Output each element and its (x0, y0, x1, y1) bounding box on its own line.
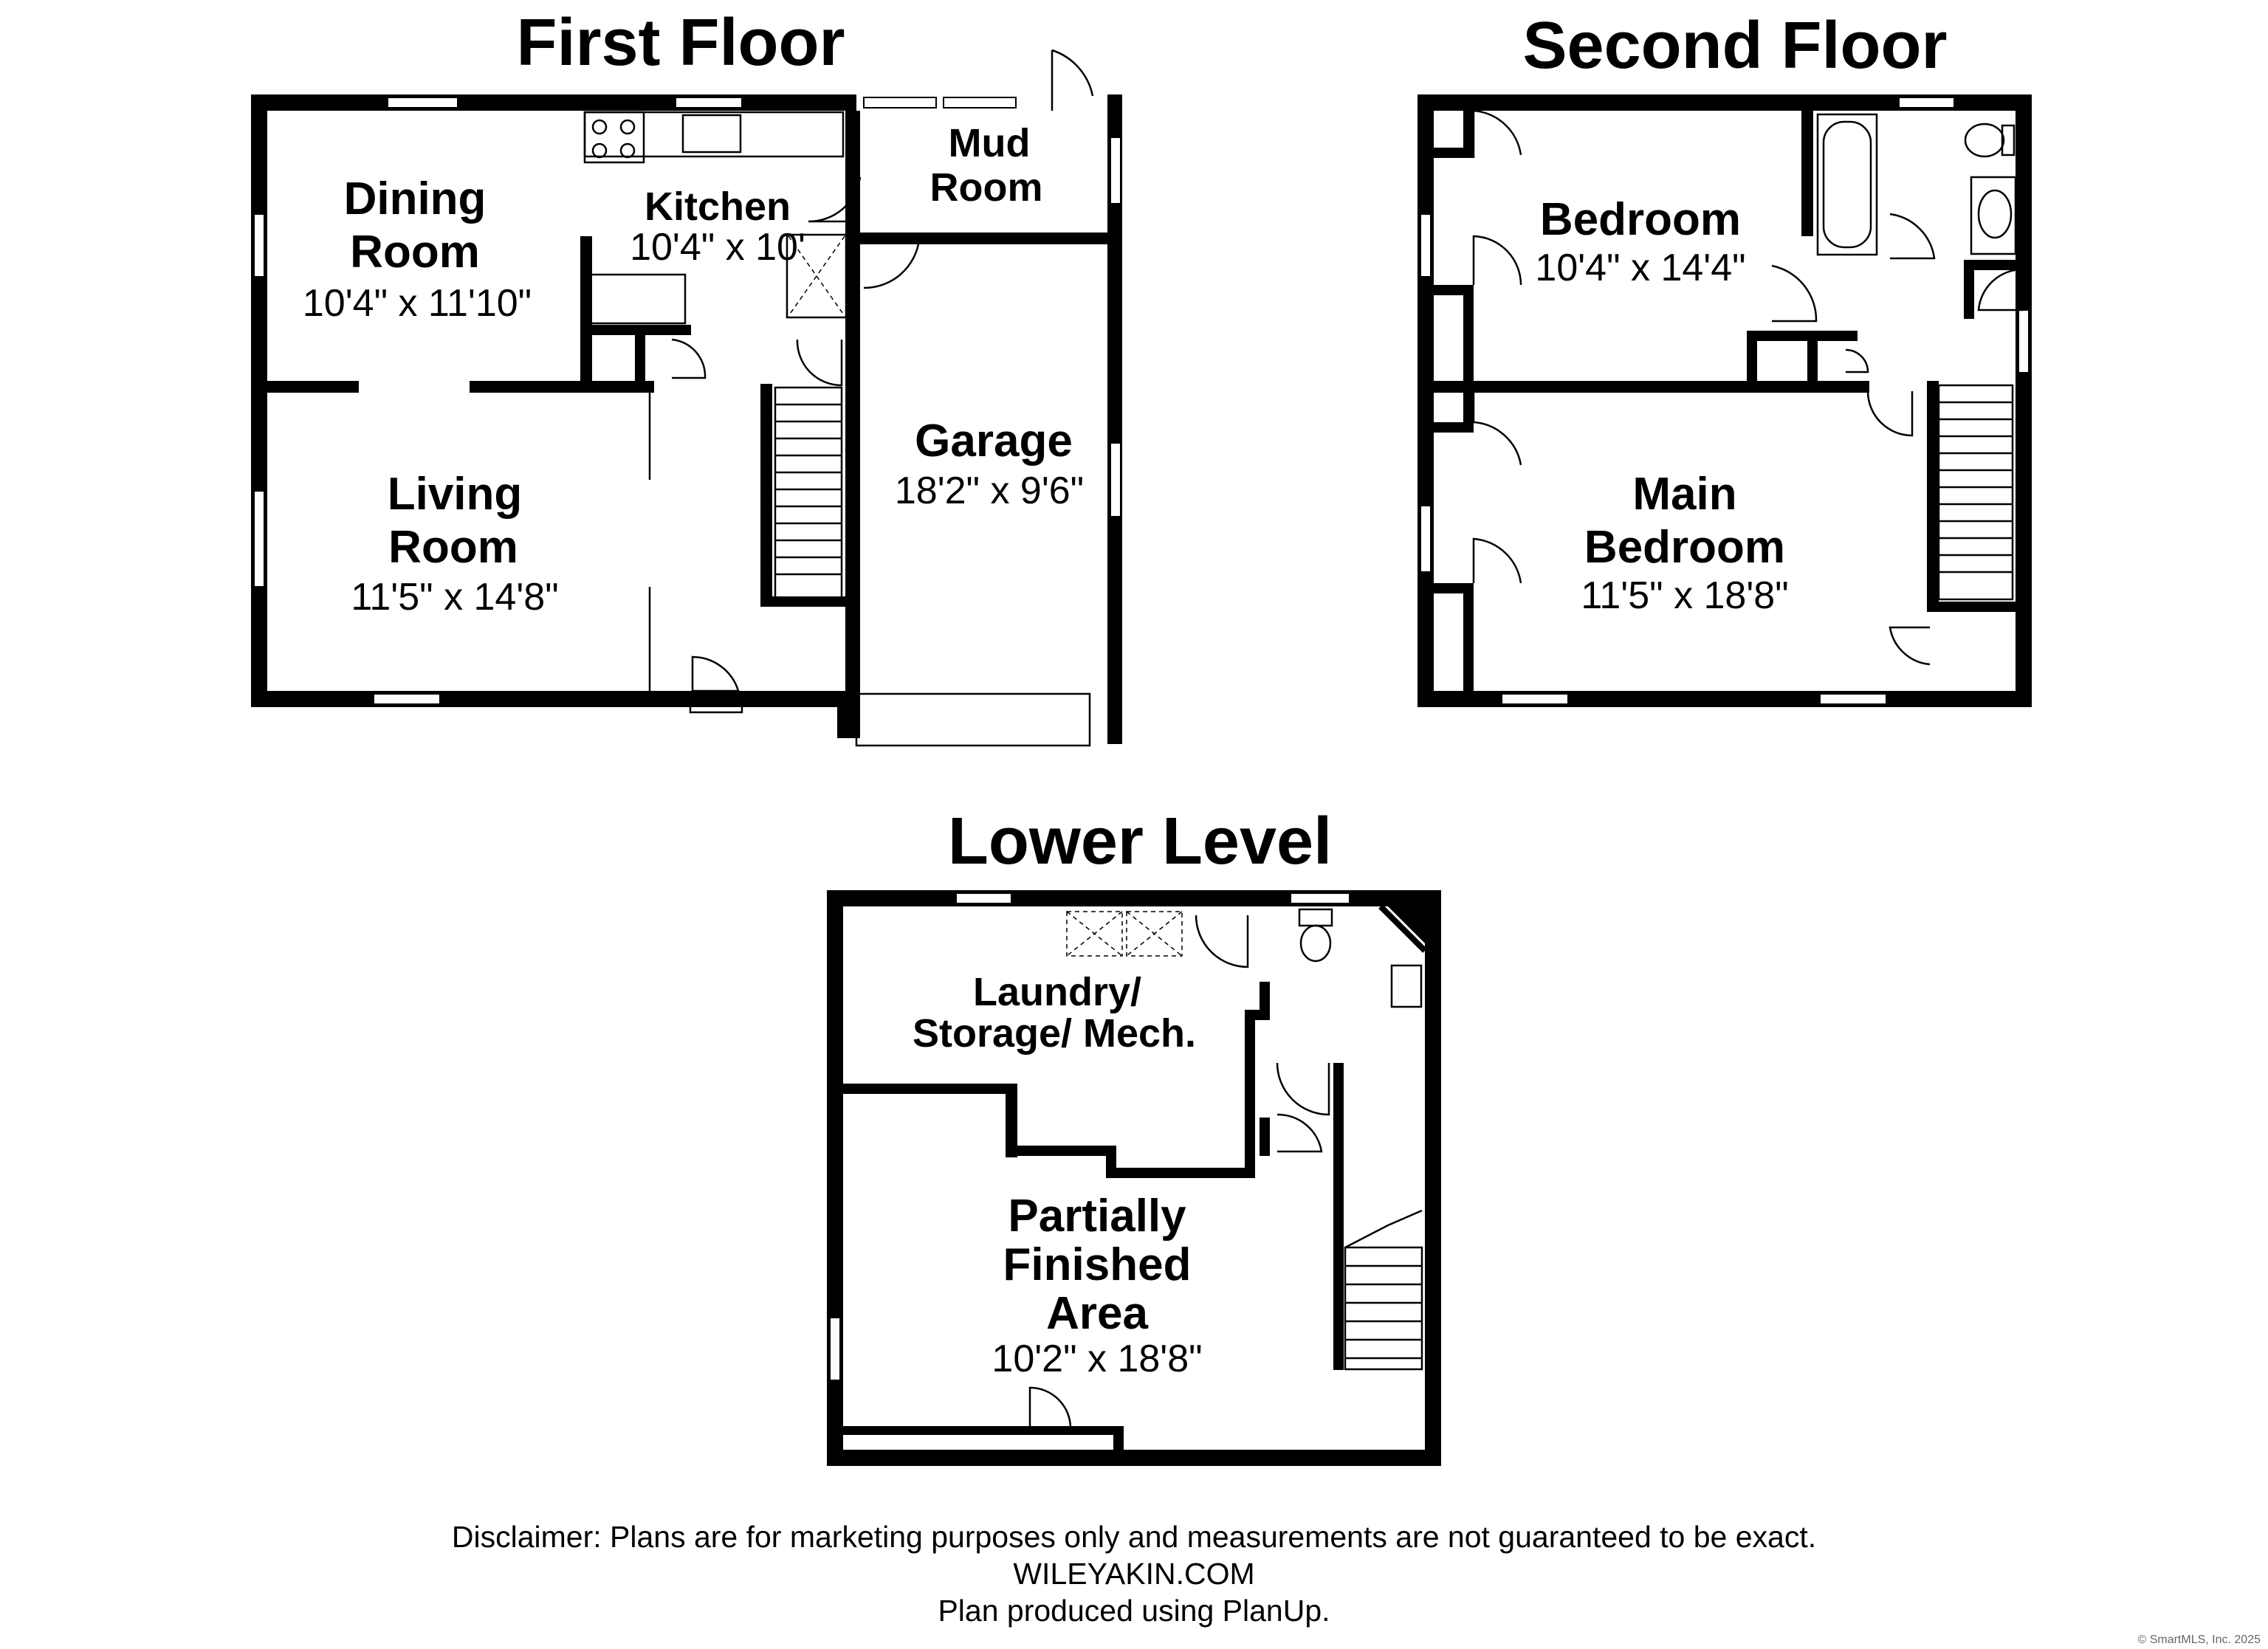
kitchen-dims: 10'4" x 10' (630, 226, 805, 269)
laundry-label-2: Storage/ Mech. (913, 1011, 1196, 1056)
dining-room-label-1: Dining (344, 173, 487, 224)
mud-room-label-2: Room (930, 165, 1043, 210)
finished-area-label-1: Partially (1008, 1191, 1186, 1242)
bathroom-fixtures (1816, 113, 2017, 256)
bedroom-dims: 10'4" x 14'4" (1535, 247, 1745, 289)
living-room-label-2: Room (388, 522, 518, 573)
produced-by-text: Plan produced using PlanUp. (938, 1594, 1330, 1628)
washer-icon (1066, 911, 1123, 957)
lower-level-stairs (1344, 1209, 1423, 1371)
garage-dims: 18'2" x 9'6" (895, 469, 1084, 512)
laundry-label-1: Laundry/ (973, 970, 1141, 1014)
garage-door (855, 692, 1091, 747)
fridge-icon (786, 233, 848, 319)
finished-area-dims: 10'2" x 18'8" (992, 1338, 1202, 1380)
second-floor-title: Second Floor (1522, 9, 1947, 83)
finished-area-label-3: Area (1046, 1288, 1148, 1339)
living-room-dims: 11'5" x 14'8" (351, 576, 558, 619)
main-bedroom-dims: 11'5" x 18'8" (1581, 574, 1788, 617)
second-floor-plan: Second Floor (1418, 9, 2032, 707)
second-floor-stairs (1937, 384, 2014, 601)
second-floor-doors (1472, 109, 2024, 666)
lower-level-plan: Lower Level (827, 805, 1441, 1466)
utility-sink-icon (1390, 964, 1423, 1008)
first-floor-doors (644, 49, 1094, 714)
first-floor-title: First Floor (517, 6, 845, 80)
living-room-label-1: Living (388, 469, 523, 520)
copyright-text: © SmartMLS, Inc. 2025 (2137, 1633, 2261, 1646)
footer: Disclaimer: Plans are for marketing purp… (452, 1520, 2261, 1646)
toilet-icon (1964, 123, 2005, 158)
mud-room-label-1: Mud (949, 121, 1031, 165)
finished-area-label-2: Finished (1003, 1239, 1192, 1290)
dining-room-dims: 10'4" x 11'10" (303, 282, 532, 325)
stove-icon (583, 111, 645, 164)
main-bedroom-label-2: Bedroom (1584, 522, 1785, 573)
bath-sink-icon (1977, 189, 2013, 239)
website-text: WILEYAKIN.COM (1013, 1557, 1254, 1591)
bedroom-label: Bedroom (1540, 194, 1741, 245)
kitchen-fixtures (580, 111, 848, 325)
first-floor-plan: First Floor (251, 6, 1122, 747)
main-bedroom-label-1: Main (1632, 469, 1736, 520)
kitchen-label: Kitchen (645, 185, 791, 229)
sink-icon (681, 114, 742, 154)
lower-level-windows (829, 892, 1350, 1381)
lower-level-doors (1028, 915, 1330, 1430)
first-floor-stairs (774, 386, 843, 603)
toilet-icon (1299, 924, 1332, 963)
dryer-icon (1126, 911, 1183, 957)
second-floor-windows (1420, 97, 2030, 705)
lower-level-labels: Laundry/ Storage/ Mech. Partially Finish… (913, 970, 1203, 1380)
lower-level-fixtures (1066, 908, 1423, 1008)
disclaimer-text: Disclaimer: Plans are for marketing purp… (452, 1520, 1816, 1554)
second-floor-labels: Bedroom 10'4" x 14'4" Main Bedroom 11'5"… (1535, 194, 1788, 617)
garage-label: Garage (915, 416, 1073, 467)
first-floor-windows (253, 97, 1121, 705)
lower-level-title: Lower Level (948, 805, 1332, 878)
bathtub-icon (1816, 113, 1878, 256)
dining-room-label-2: Room (350, 227, 480, 278)
first-floor-labels: Dining Room 10'4" x 11'10" Kitchen 10'4"… (303, 121, 1084, 619)
